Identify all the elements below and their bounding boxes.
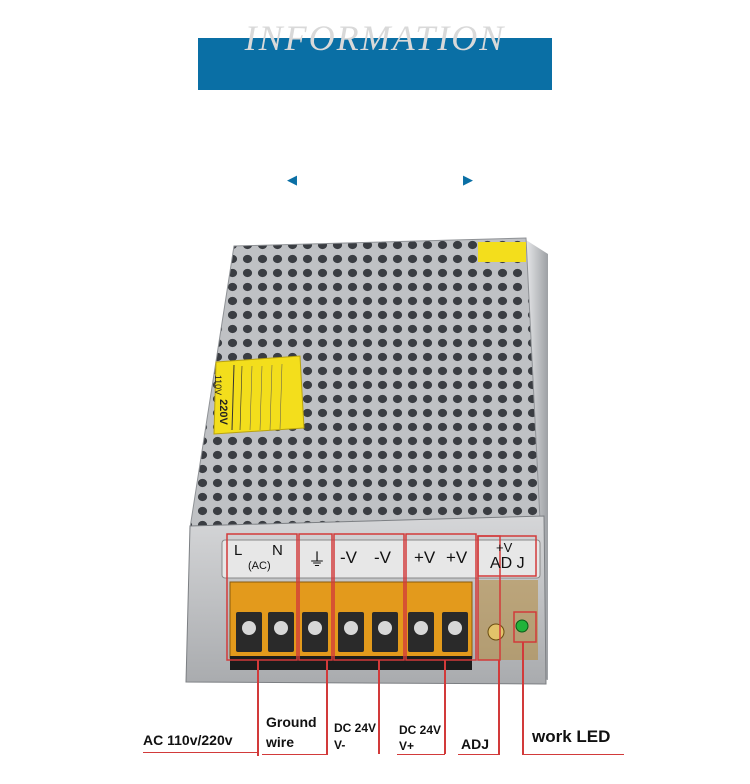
callout-line-dc-plus [444,660,446,754]
header-banner [198,38,552,90]
voltage-sticker [213,355,305,435]
callout-dc-minus-label-2: V- [334,738,346,752]
triangle-left-icon: ◀ [287,172,297,187]
callout-ac-label: AC 110v/220v [143,732,233,748]
callout-line-dc-minus [378,660,380,754]
callout-line-ground [326,660,328,754]
terminal-AC: (AC) [248,560,271,572]
sticker-220v: 220V [216,399,229,425]
callout-adj-label: ADJ [461,736,490,752]
callout-boxes [226,533,537,661]
sticker-110v: 110V [213,374,224,396]
callout-dc-plus-underline [397,754,445,755]
pcb-area [478,580,538,660]
callout-ac-underline [143,752,258,753]
adj-potentiometer [487,623,505,641]
callout-line-ac [257,660,259,756]
callout-ground-label-2: wire [266,734,295,750]
terminal-plus-v-1: +V [414,548,436,567]
ground-symbol-icon: ⏚ [308,550,326,570]
callout-dc-plus-label-2: V+ [399,739,415,753]
callout-led-underline [522,754,624,755]
callout-dc-minus-label-1: DC 24V [334,721,377,735]
screw-heads [242,621,462,635]
warning-sticker-small [478,242,526,262]
terminal-minus-v-1: -V [340,548,357,567]
callout-line-adj [498,660,500,754]
callout-ground-underline [262,754,328,755]
terminal-plus-v-2: +V [446,548,468,567]
terminal-adj-top: +V [496,540,513,555]
triangle-right-icon: ▶ [463,172,473,187]
callout-dc-plus-label-1: DC 24V [399,723,442,737]
terminal-N: N [272,542,283,559]
terminal-L: L [234,542,243,559]
terminal-labels: L N (AC) ⏚ -V -V +V +V +V AD J [222,540,540,578]
callout-adj-underline [458,754,500,755]
work-led [515,619,529,633]
terminal-adj-bottom: AD J [490,555,525,572]
terminal-label-strip [221,539,541,579]
page-title: INFORMATION [244,18,506,58]
callout-led-label: work LED [532,727,611,746]
terminal-minus-v-2: -V [374,548,391,567]
callout-ground-label-1: Ground [266,714,317,730]
carousel-prev-button[interactable]: ◀ [287,172,297,188]
sticker-text: 110V 220V [213,372,240,428]
carousel-next-button[interactable]: ▶ [463,172,473,188]
callout-line-led [522,642,524,754]
